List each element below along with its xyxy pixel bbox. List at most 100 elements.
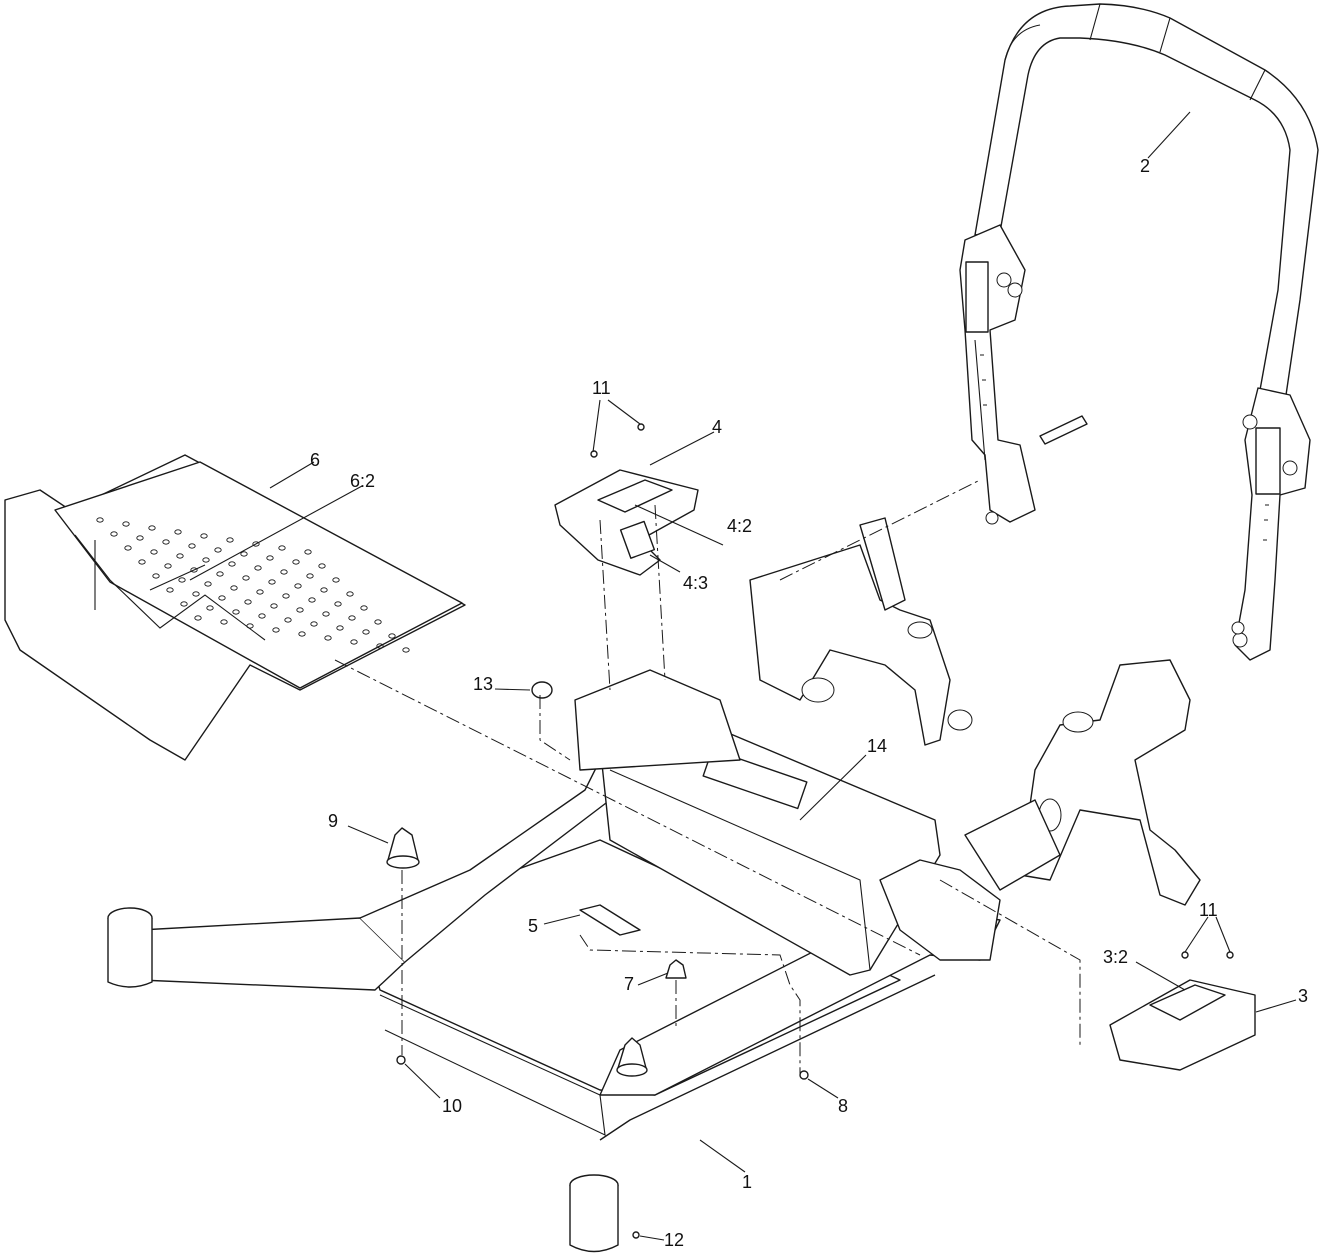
- foot-plate-hole: [296, 607, 304, 613]
- foot-plate-hole: [320, 587, 328, 593]
- foot-plate-hole: [206, 605, 214, 611]
- assembly-lines: [334, 479, 1081, 1075]
- foot-plate: [4, 454, 466, 761]
- foot-plate-hole: [192, 591, 200, 597]
- callout-14: 14: [867, 736, 887, 756]
- foot-plate-hole: [214, 547, 222, 553]
- foot-plate-hole: [162, 539, 170, 545]
- bumper-9: [386, 827, 420, 869]
- callout-9: 9: [328, 811, 338, 831]
- callout-6-2: 6:2: [350, 471, 375, 491]
- slot-grommet-5: [579, 904, 641, 936]
- foot-plate-hole: [152, 573, 160, 579]
- foot-plate-hole: [258, 613, 266, 619]
- foot-plate-hole: [304, 549, 312, 555]
- foot-plate-hole: [202, 557, 210, 563]
- foot-plate-hole: [242, 575, 250, 581]
- foot-plate-hole: [272, 627, 280, 633]
- callout-labels: 1 2 3 3:2 4 4:2 4:3 5 6 6:2 7 8 9 10 11 …: [310, 156, 1308, 1250]
- foot-plate-hole: [136, 535, 144, 541]
- nut-8: [799, 1070, 809, 1080]
- foot-plate-hole: [298, 631, 306, 637]
- plug-13: [531, 681, 553, 699]
- foot-plate-hole: [402, 647, 410, 653]
- foot-plate-hole: [110, 531, 118, 537]
- foot-plate-hole: [230, 585, 238, 591]
- screws-11-top: [590, 423, 645, 458]
- callout-11-top: 11: [592, 378, 611, 398]
- foot-plate-hole: [278, 545, 286, 551]
- foot-plate-hole: [388, 633, 396, 639]
- foot-plate-hole: [360, 605, 368, 611]
- foot-plate-hole: [188, 543, 196, 549]
- bumper-front: [616, 1037, 648, 1077]
- leader-lines: [189, 111, 1297, 1241]
- foot-plate-hole: [122, 521, 130, 527]
- foot-plate-hole: [310, 621, 318, 627]
- foot-plate-hole: [322, 611, 330, 617]
- foot-plate-hole: [332, 577, 340, 583]
- foot-plate-hole: [294, 583, 302, 589]
- foot-plate-hole: [204, 581, 212, 587]
- callout-1: 1: [742, 1172, 752, 1192]
- callout-5: 5: [528, 916, 538, 936]
- callout-2: 2: [1140, 156, 1150, 176]
- callout-6: 6: [310, 450, 320, 470]
- foot-plate-hole: [350, 639, 358, 645]
- foot-plate-hole: [216, 571, 224, 577]
- screws-11-right: [1181, 951, 1234, 959]
- cover-3: [1109, 979, 1256, 1071]
- callout-4-3: 4:3: [683, 573, 708, 593]
- foot-plate-holes: [96, 517, 410, 653]
- foot-plate-hole: [376, 643, 384, 649]
- foot-plate-hole: [240, 551, 248, 557]
- foot-plate-hole: [292, 559, 300, 565]
- foot-plate-hole: [282, 593, 290, 599]
- foot-plate-hole: [200, 533, 208, 539]
- foot-plate-hole: [336, 625, 344, 631]
- foot-plate-hole: [176, 553, 184, 559]
- callout-4: 4: [712, 417, 722, 437]
- foot-plate-hole: [362, 629, 370, 635]
- callout-12: 12: [664, 1230, 684, 1250]
- foot-plate-hole: [252, 541, 260, 547]
- callout-11-right: 11: [1199, 900, 1218, 920]
- foot-plate-hole: [246, 623, 254, 629]
- foot-plate-hole: [346, 591, 354, 597]
- foot-plate-hole: [318, 563, 326, 569]
- foot-plate-hole: [266, 555, 274, 561]
- foot-plate-hole: [270, 603, 278, 609]
- foot-plate-hole: [280, 569, 288, 575]
- foot-plate-hole: [180, 601, 188, 607]
- callout-7: 7: [624, 974, 634, 994]
- nut-10: [396, 1055, 406, 1065]
- callout-3-2: 3:2: [1103, 947, 1128, 967]
- foot-plate-hole: [124, 545, 132, 551]
- foot-plate-hole: [148, 525, 156, 531]
- foot-plate-hole: [190, 567, 198, 573]
- foot-plate-hole: [150, 549, 158, 555]
- bumper-7: [665, 959, 687, 979]
- foot-plate-hole: [244, 599, 252, 605]
- foot-plate-hole: [254, 565, 262, 571]
- callout-8: 8: [838, 1096, 848, 1116]
- foot-plate-hole: [218, 595, 226, 601]
- foot-plate-hole: [284, 617, 292, 623]
- foot-plate-hole: [138, 559, 146, 565]
- foot-plate-hole: [268, 579, 276, 585]
- screw-12: [632, 1231, 640, 1239]
- foot-plate-hole: [228, 561, 236, 567]
- callout-10: 10: [442, 1096, 462, 1116]
- foot-plate-hole: [232, 609, 240, 615]
- foot-plate-hole: [178, 577, 186, 583]
- cover-4: [554, 469, 699, 576]
- foot-plate-hole: [256, 589, 264, 595]
- foot-plate-hole: [164, 563, 172, 569]
- foot-plate-hole: [226, 537, 234, 543]
- roll-bar: [959, 3, 1319, 661]
- foot-plate-hole: [348, 615, 356, 621]
- foot-plate-hole: [374, 619, 382, 625]
- foot-plate-hole: [334, 601, 342, 607]
- foot-plate-hole: [166, 587, 174, 593]
